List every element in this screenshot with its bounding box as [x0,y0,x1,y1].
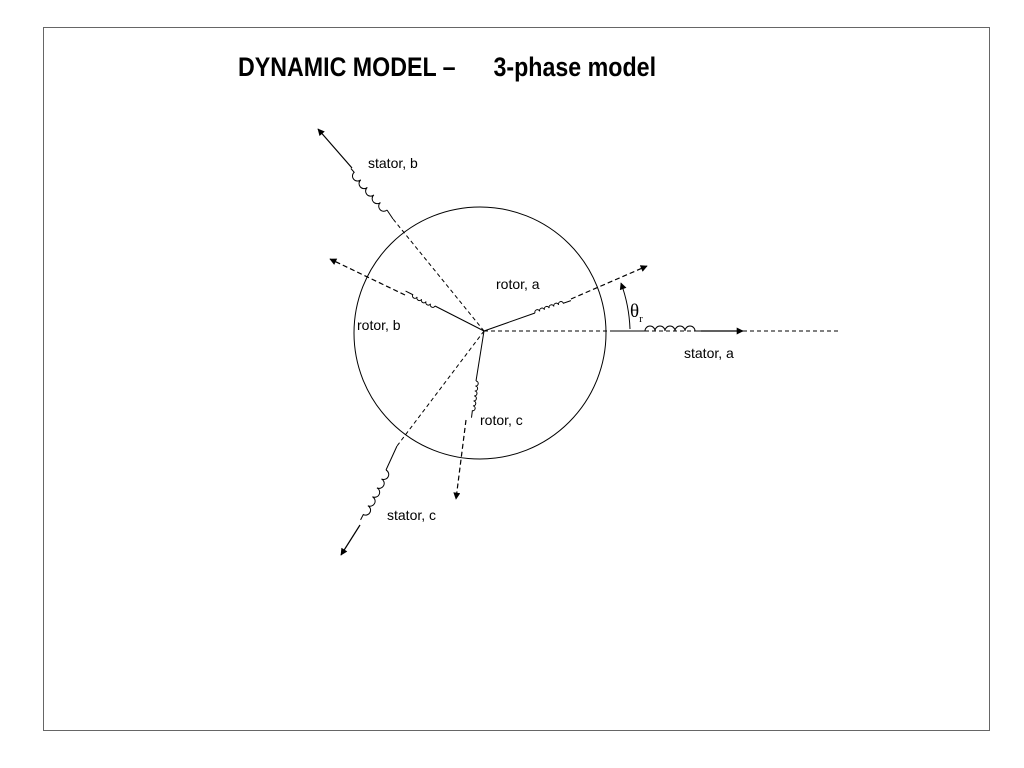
title-sub: 3-phase model [493,52,657,82]
rotor-a-lead [483,312,536,332]
machine-circle [353,206,607,460]
rotor-c-coil-icon [470,380,479,418]
rotor-a-coil-icon [534,300,572,314]
label-stator-a: stator, a [684,345,734,361]
stator-b-coil-icon [350,168,388,212]
page-title: DYNAMIC MODEL – 3-phase model [238,52,656,83]
stator-b-axis [392,218,485,332]
stator-c-axis [396,330,485,447]
rotor-c-arrow [453,419,467,500]
label-theta: θr [630,301,643,325]
label-stator-b: stator, b [368,155,418,171]
slide-frame [43,27,990,731]
theta-angle-arc [619,282,631,330]
stator-a-coil-icon [644,325,701,332]
rotor-b-arrow [329,258,406,296]
theta-subscript: r [639,313,643,325]
theta-symbol: θ [630,301,639,322]
title-main: DYNAMIC MODEL – [238,52,456,82]
rotor-a-arrow [570,265,648,300]
label-rotor-a: rotor, a [496,276,540,292]
stator-c-arrow [340,445,398,556]
label-rotor-b: rotor, b [357,317,401,333]
label-stator-c: stator, c [387,507,436,523]
stator-c-coil-icon [360,469,390,521]
label-rotor-c: rotor, c [480,412,523,428]
rotor-b-lead [434,305,485,332]
rotor-b-coil-icon [405,290,436,308]
stator-b-arrow [317,128,394,220]
rotor-c-lead [475,330,485,382]
